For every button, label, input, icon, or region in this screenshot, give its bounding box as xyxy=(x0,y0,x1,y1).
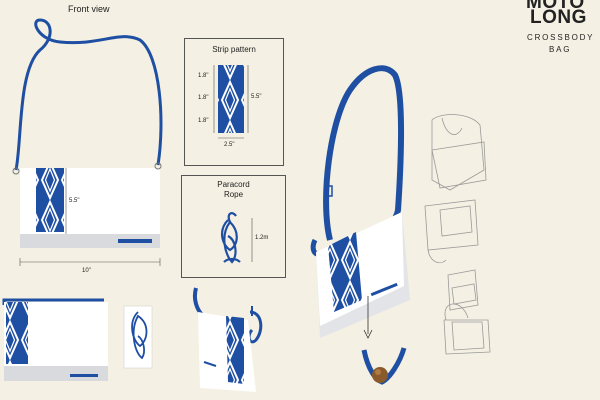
paracord-box: Paracord Rope xyxy=(181,175,286,278)
main-3d-bag xyxy=(310,65,410,339)
paracord-title-line2: Rope xyxy=(223,190,244,199)
strip-segment-2-label: 1.8" xyxy=(198,95,209,101)
strip-pattern-box: Strip pattern xyxy=(184,38,284,166)
front-view-label-tag xyxy=(118,239,152,243)
front-view-label: Front view xyxy=(68,4,110,14)
clasp-detail xyxy=(361,347,407,385)
front-view-bag xyxy=(12,18,163,266)
strip-pattern-drawing xyxy=(213,65,249,139)
strip-width-label: 2.5" xyxy=(224,142,235,148)
front-view-width-label: 10" xyxy=(82,268,91,274)
strip-segment-3-label: 1.8" xyxy=(198,118,209,124)
strip-segment-1-label: 1.8" xyxy=(198,73,209,79)
paracord-title-line1: Paracord xyxy=(217,180,250,189)
bottom-mid-bag xyxy=(192,287,263,392)
main-bag-strip xyxy=(328,232,362,312)
front-view-height-label: 5.5" xyxy=(69,198,80,204)
bottom-cord-coil xyxy=(123,305,153,369)
bottom-left-bag xyxy=(2,298,108,381)
front-view-ring-left xyxy=(12,167,20,175)
strip-pattern-title: Strip pattern xyxy=(212,45,256,54)
brand-subtitle-line1: CROSSBODY xyxy=(527,33,595,42)
front-view-strip xyxy=(36,168,64,232)
pencil-sketches xyxy=(424,114,491,355)
front-view-ring-right xyxy=(154,162,162,170)
brand-title-line1: MOTO xyxy=(526,0,585,13)
strip-height-label: 5.5" xyxy=(251,94,262,100)
paracord-length-label: 1.2m xyxy=(255,235,269,241)
brand-subtitle-line2: BAG xyxy=(549,45,572,54)
front-view-strap xyxy=(14,18,163,171)
paracord-drawing xyxy=(221,212,253,264)
brand-title-line2: LONG xyxy=(530,7,587,28)
